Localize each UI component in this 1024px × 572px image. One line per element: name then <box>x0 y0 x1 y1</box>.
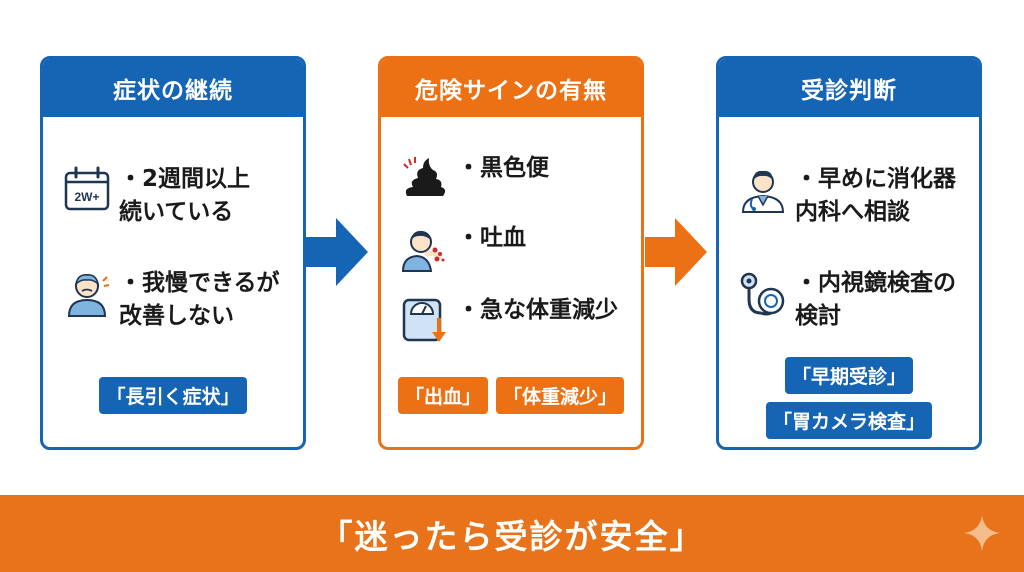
list-item: ・我慢できるが 改善しない <box>61 267 295 333</box>
bottom-banner: 「迷ったら受診が安全」 <box>0 495 1024 572</box>
tag: 「早期受診」 <box>784 357 913 394</box>
card-title: 危険サインの有無 <box>381 59 641 117</box>
scale-icon <box>399 294 451 346</box>
list-item: ・黒色便 <box>399 152 633 204</box>
tag-group: 「長引く症状」 <box>43 377 303 414</box>
card-title: 症状の継続 <box>43 59 303 117</box>
list-item: ・内視鏡検査の 検討 <box>737 267 971 333</box>
list-item: ・急な体重減少 <box>399 294 633 346</box>
tag-group: 「出血」 「体重減少」 <box>381 377 641 414</box>
list-item: ・早めに消化器 内科へ相談 <box>737 163 971 229</box>
arrow-right-icon <box>645 218 707 286</box>
item-text: ・我慢できるが 改善しない <box>119 270 280 329</box>
card-danger-signs: 危険サインの有無 ・黒色便 <box>378 56 644 450</box>
item-text: ・2週間以上 続いている <box>119 166 251 225</box>
stool-icon <box>399 152 451 204</box>
card-symptom-continuation: 症状の継続 2W+ ・2週間以上 続いている <box>40 56 306 450</box>
endoscope-icon <box>737 267 789 319</box>
list-item: ・吐血 <box>399 222 633 274</box>
calendar-icon: 2W+ <box>61 163 113 215</box>
vomiting-blood-icon <box>399 222 451 274</box>
doctor-icon <box>737 163 789 215</box>
tag: 「長引く症状」 <box>99 377 247 414</box>
uncomfortable-person-icon <box>61 267 113 319</box>
card-title: 受診判断 <box>719 59 979 117</box>
list-item: 2W+ ・2週間以上 続いている <box>61 163 295 229</box>
item-text: ・急な体重減少 <box>457 297 618 323</box>
tag: 「胃カメラ検査」 <box>765 402 932 439</box>
item-text: ・黒色便 <box>457 155 549 181</box>
item-text: ・早めに消化器 内科へ相談 <box>795 166 956 225</box>
arrow-right-icon <box>306 218 368 286</box>
tag: 「出血」 <box>397 377 488 414</box>
card-consultation-decision: 受診判断 ・早めに消化器 内科へ相談 <box>716 56 982 450</box>
sparkle-icon <box>964 515 1000 551</box>
item-text: ・吐血 <box>457 225 526 251</box>
tag-group: 「早期受診」 「胃カメラ検査」 <box>719 357 979 439</box>
item-text: ・内視鏡検査の 検討 <box>795 270 956 329</box>
banner-text: 「迷ったら受診が安全」 <box>319 516 705 556</box>
calendar-icon-text: 2W+ <box>74 190 99 204</box>
tag: 「体重減少」 <box>496 377 625 414</box>
